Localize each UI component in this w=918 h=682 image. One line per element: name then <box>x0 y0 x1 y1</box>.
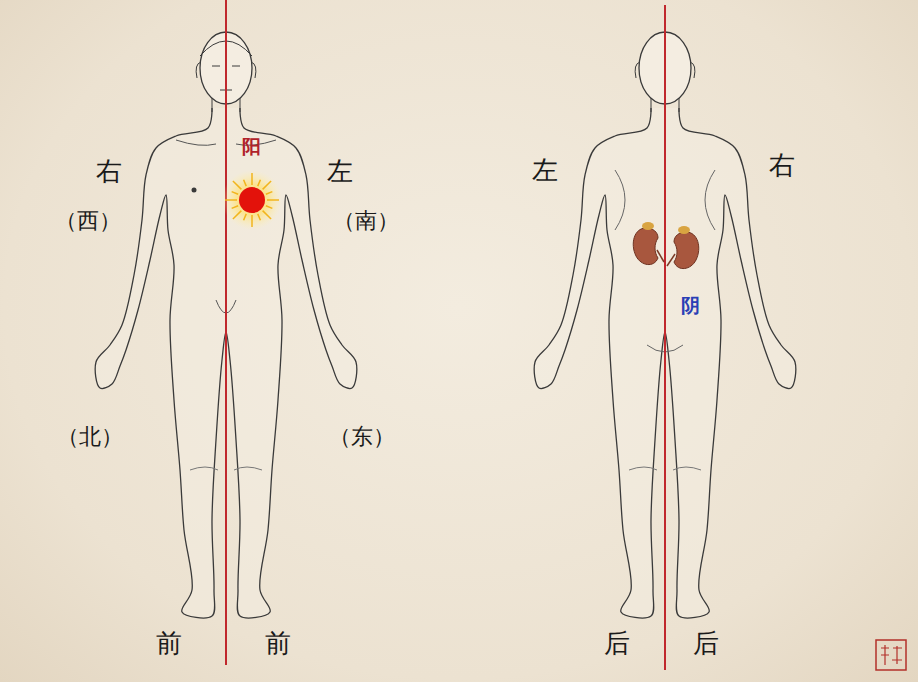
direction-label: （西） <box>55 210 121 232</box>
ear <box>690 62 695 78</box>
side-label: 左 <box>327 158 353 184</box>
ear <box>635 62 640 78</box>
sun-ray <box>233 181 241 189</box>
ear <box>196 62 201 78</box>
neck <box>240 98 241 112</box>
sun-ray <box>266 206 272 209</box>
sun-ray <box>258 180 261 186</box>
front-label: 前 <box>156 630 182 656</box>
sun-symbol <box>222 170 282 230</box>
sun-ray <box>225 199 237 201</box>
knee <box>234 467 262 470</box>
side-label: 右 <box>769 152 795 178</box>
sun-ray <box>263 211 271 219</box>
sun-ray <box>263 181 271 189</box>
side-label: 左 <box>532 157 558 183</box>
front-label: 前 <box>265 630 291 656</box>
kidney-symbol <box>633 222 699 269</box>
sun-ray <box>232 206 238 209</box>
sun-ray <box>251 215 253 227</box>
back-label: 后 <box>693 630 719 656</box>
knee <box>673 467 701 470</box>
midline <box>664 5 666 670</box>
midline <box>225 0 227 665</box>
nipple <box>192 188 197 193</box>
direction-label: （北） <box>57 426 123 448</box>
knee <box>190 467 218 470</box>
sun-ray <box>266 192 272 195</box>
direction-label: （东） <box>329 426 395 448</box>
neck <box>679 98 680 112</box>
sun-ray <box>251 173 253 185</box>
seal-stamp <box>876 640 906 670</box>
back-label: 后 <box>604 630 630 656</box>
side-label: 右 <box>96 158 122 184</box>
knee <box>629 467 657 470</box>
neck <box>651 98 652 112</box>
ear <box>251 62 256 78</box>
yang-label: 阳 <box>242 137 261 156</box>
direction-label: （南） <box>333 210 399 232</box>
yin-label: 阴 <box>681 296 700 315</box>
sun-ray <box>233 211 241 219</box>
sun-ray <box>232 192 238 195</box>
sun-ray <box>258 214 261 220</box>
sun-ray <box>267 199 279 201</box>
neck <box>212 98 213 112</box>
sun-ray <box>244 214 247 220</box>
sun-ray <box>244 180 247 186</box>
